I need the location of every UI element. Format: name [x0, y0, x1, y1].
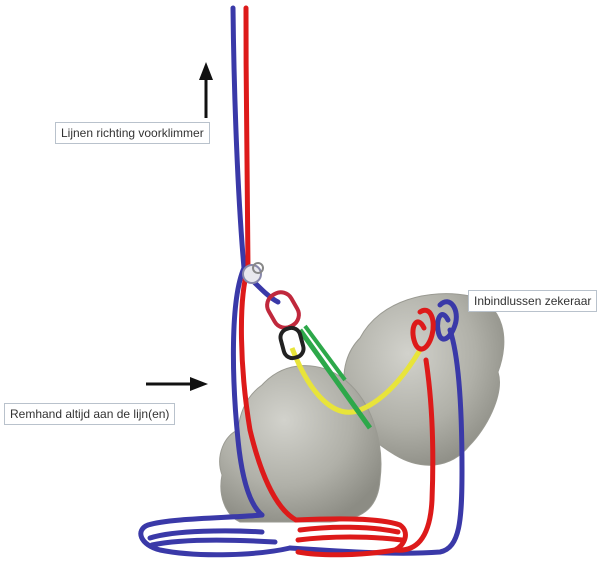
arrow-up-icon	[199, 62, 213, 118]
label-tie-in-loops: Inbindlussen zekeraar	[468, 290, 597, 312]
arrow-right-icon	[146, 377, 208, 391]
belay-device-icon	[243, 263, 263, 283]
label-rope-direction: Lijnen richting voorklimmer	[55, 122, 210, 144]
label-brake-hand: Remhand altijd aan de lijn(en)	[4, 403, 175, 425]
carabiner-icon	[263, 288, 306, 360]
